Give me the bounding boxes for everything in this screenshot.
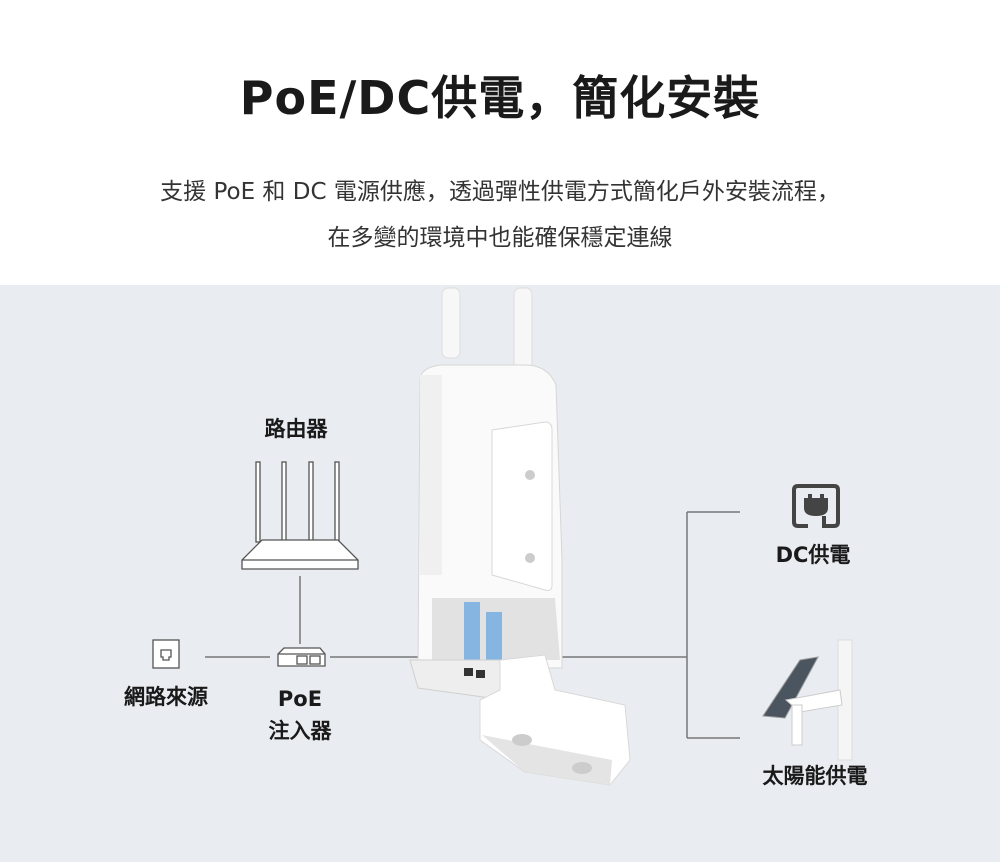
router-icon xyxy=(241,461,359,570)
page-title: PoE/DC供電，簡化安裝 xyxy=(239,71,761,125)
outdoor-access-point xyxy=(409,287,631,786)
router-label: 路由器 xyxy=(264,417,328,441)
subtitle-line-1: 支援 PoE 和 DC 電源供應，透過彈性供電方式簡化戶外安裝流程， xyxy=(160,179,840,205)
network-source-label: 網路來源 xyxy=(124,685,208,709)
dc-plug-icon xyxy=(792,484,840,528)
subtitle-line-2: 在多變的環境中也能確保穩定連線 xyxy=(327,225,673,251)
poe-injector-icon xyxy=(277,647,326,667)
poe-injector-label-2: 注入器 xyxy=(268,719,332,743)
poe-injector-label-1: PoE xyxy=(277,687,323,711)
ethernet-wall-jack-icon xyxy=(152,639,180,669)
solar-panel-icon xyxy=(762,639,853,761)
solar-power-label: 太陽能供電 xyxy=(762,764,868,788)
dc-power-label: DC供電 xyxy=(775,543,851,567)
